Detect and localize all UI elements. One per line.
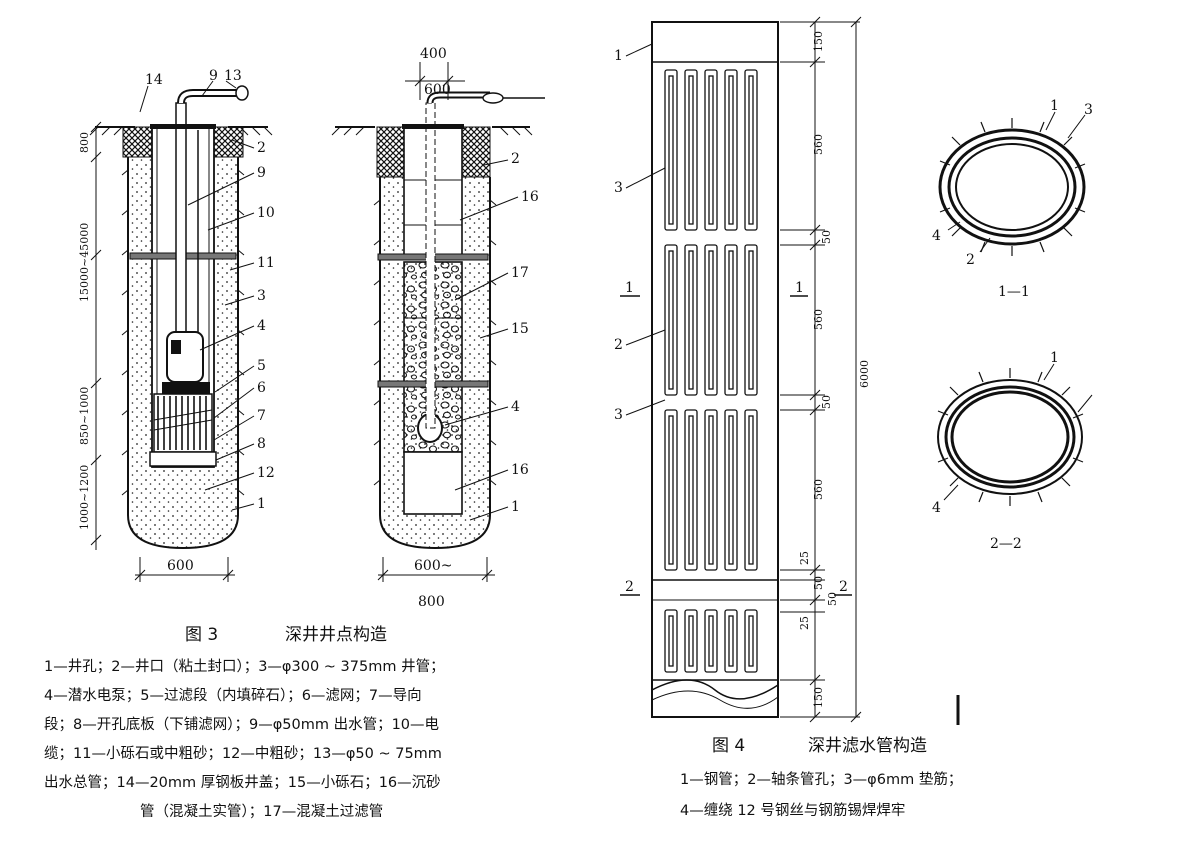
label-1: 1 bbox=[257, 496, 266, 512]
label-9-top: 9 bbox=[209, 68, 218, 84]
sec1-label-3: 3 bbox=[1084, 102, 1093, 118]
label-14: 14 bbox=[145, 72, 163, 88]
fig3-right-well bbox=[331, 62, 545, 582]
label-r-2: 2 bbox=[511, 151, 520, 167]
label-r-17: 17 bbox=[511, 265, 529, 281]
dim-800-bottom: 800 bbox=[418, 594, 445, 610]
fig3-legend-line: 缆；11—小砾石或中粗砂；12—中粗砂；13—φ50 ~ 75mm bbox=[44, 745, 442, 762]
label-6: 6 bbox=[257, 380, 266, 396]
sec1-label-1: 1 bbox=[1050, 98, 1059, 114]
dim-850-1000: 850~1000 bbox=[78, 387, 91, 445]
section-2-2-title: 2—2 bbox=[990, 536, 1022, 552]
label-3: 3 bbox=[257, 288, 266, 304]
pipe-dim: 25 bbox=[798, 616, 811, 630]
section-1-1-title: 1—1 bbox=[998, 284, 1030, 300]
sec2-label-1: 1 bbox=[1050, 350, 1059, 366]
section-mark-1-left: 1 bbox=[625, 280, 634, 296]
fig3-legend-line: 段；8—开孔底板（下铺滤网）；9—φ50mm 出水管；10—电 bbox=[44, 715, 439, 733]
label-r-16-top: 16 bbox=[521, 189, 539, 205]
fig3-right-leaders bbox=[444, 159, 519, 521]
label-pipe-3: 3 bbox=[614, 180, 623, 196]
section-mark-1-right: 1 bbox=[795, 280, 804, 296]
fig3-legend-line: 1—井孔；2—井口（粘土封口）；3—φ300 ~ 375mm 井管； bbox=[44, 658, 445, 675]
pipe-dim: 50 bbox=[820, 395, 833, 409]
label-r-4: 4 bbox=[511, 399, 520, 415]
label-12: 12 bbox=[257, 465, 275, 481]
section-2-2 bbox=[937, 363, 1093, 506]
label-r-1: 1 bbox=[511, 499, 520, 515]
fig3-legend-line: 管（混凝土实管）；17—混凝土过滤管 bbox=[140, 803, 383, 820]
dim-15000-45000: 15000~45000 bbox=[78, 223, 91, 302]
dim-1000-1200: 1000~1200 bbox=[78, 465, 91, 530]
dim-600-bottom: 600~ bbox=[414, 558, 452, 574]
dim-400: 400 bbox=[420, 46, 447, 62]
pipe-dim: 50 bbox=[826, 592, 839, 606]
fig4-pipe bbox=[620, 16, 960, 725]
label-pipe-1: 1 bbox=[614, 48, 623, 64]
pipe-dim: 560 bbox=[812, 134, 825, 155]
label-4: 4 bbox=[257, 318, 266, 334]
fig4-caption-prefix: 图 4 bbox=[712, 736, 745, 756]
section-mark-2-left: 2 bbox=[625, 579, 634, 595]
fig3-caption-title: 深井井点构造 bbox=[285, 625, 387, 645]
sec2-label-4: 4 bbox=[932, 500, 941, 516]
label-pipe-2: 2 bbox=[614, 337, 623, 353]
dim-800: 800 bbox=[78, 132, 91, 153]
section-mark-2-right: 2 bbox=[839, 579, 848, 595]
label-11: 11 bbox=[257, 255, 275, 271]
label-7: 7 bbox=[257, 408, 266, 424]
pipe-dim: 560 bbox=[812, 479, 825, 500]
label-r-15: 15 bbox=[511, 321, 529, 337]
fig3-caption-prefix: 图 3 bbox=[185, 625, 218, 645]
label-r-16: 16 bbox=[511, 462, 529, 478]
sec1-label-2: 2 bbox=[966, 252, 975, 268]
sec1-label-4: 4 bbox=[932, 228, 941, 244]
pipe-dim: 150 bbox=[812, 687, 825, 708]
label-9: 9 bbox=[257, 165, 266, 181]
pipe-dim: 25 bbox=[798, 551, 811, 565]
label-8: 8 bbox=[257, 436, 266, 452]
fig3-legend-line: 4—潜水电泵；5—过滤段（内填碎石）；6—滤网；7—导向 bbox=[44, 687, 422, 704]
pipe-total-6000: 6000 bbox=[858, 360, 871, 388]
pipe-dim: 150 bbox=[812, 31, 825, 52]
label-13: 13 bbox=[224, 68, 242, 84]
section-1-1 bbox=[938, 111, 1086, 256]
fig4-legend-line: 4—缠绕 12 号钢丝与钢筋锡焊焊牢 bbox=[680, 801, 905, 819]
label-2: 2 bbox=[257, 140, 266, 156]
fig4-caption-title: 深井滤水管构造 bbox=[808, 736, 927, 756]
fig3-left-leaders bbox=[139, 80, 255, 511]
fig3-legend-line: 出水总管；14—20mm 厚钢板井盖；15—小砾石；16—沉砂 bbox=[44, 773, 441, 791]
fig4-legend-line: 1—钢管；2—轴条管孔；3—φ6mm 垫筋； bbox=[680, 771, 962, 788]
label-5: 5 bbox=[257, 358, 266, 374]
pipe-dim: 50 bbox=[812, 576, 825, 590]
label-pipe-3b: 3 bbox=[614, 407, 623, 423]
label-10: 10 bbox=[257, 205, 275, 221]
pipe-dim: 50 bbox=[820, 230, 833, 244]
dim-width-600: 600 bbox=[167, 558, 194, 574]
fig3-left-well bbox=[89, 85, 273, 582]
dim-600-top: 600 bbox=[424, 82, 451, 98]
pipe-dim: 560 bbox=[812, 309, 825, 330]
